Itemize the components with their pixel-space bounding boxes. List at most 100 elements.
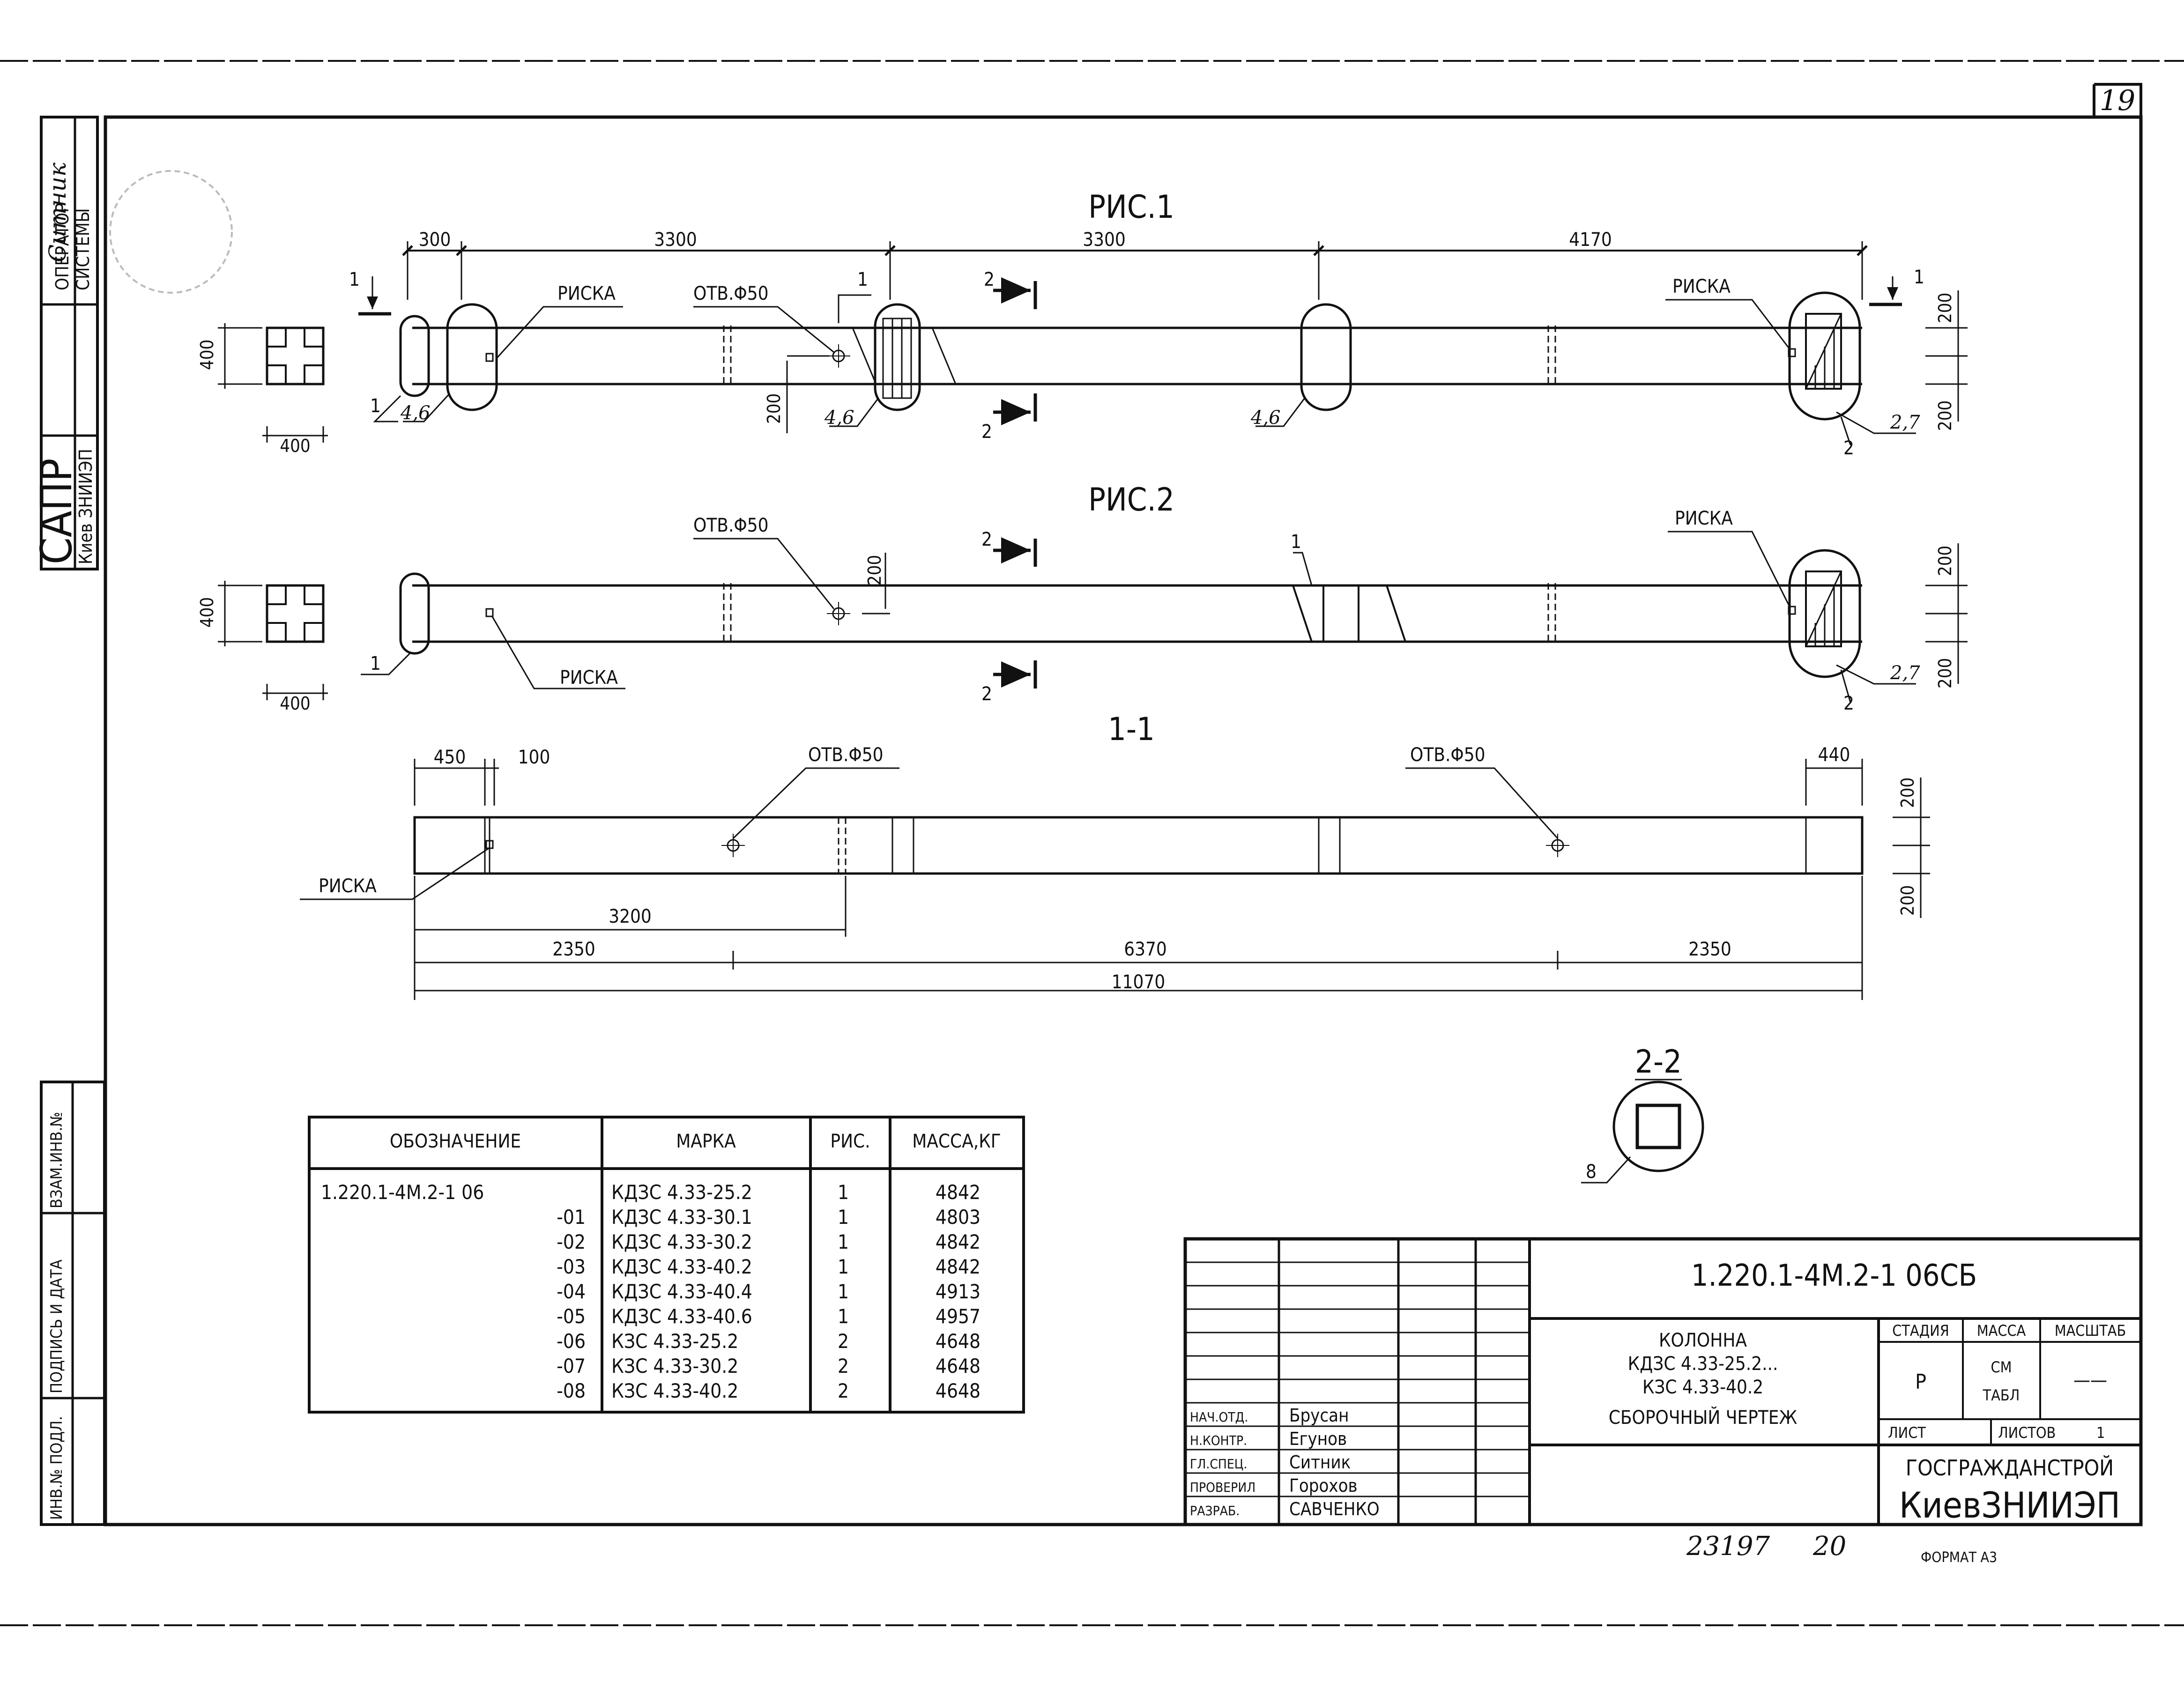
sapr-sub: Киев ЗНИИЭП (75, 449, 96, 564)
title-block-signers: НАЧ.ОТД.БрусанН.КОНТР.ЕгуновГЛ.СПЕЦ.Ситн… (1190, 1405, 1380, 1519)
spec-fig: 2 (838, 1379, 849, 1402)
svg-text:1: 1 (349, 269, 360, 290)
svg-text:ОБОЗНАЧЕНИЕ: ОБОЗНАЧЕНИЕ (390, 1131, 521, 1152)
svg-text:2,7: 2,7 (1890, 412, 1920, 433)
operator-label-2: СИСТЕМЫ (73, 208, 93, 290)
fig1-dimension-chain: 300 3300 3300 4170 (402, 229, 1868, 300)
svg-text:4,6: 4,6 (824, 407, 854, 429)
section11-column (413, 816, 1864, 875)
spec-mass: 4842 (936, 1255, 981, 1278)
fig1-leaders: РИСКА ОТВ.Φ50 1 РИСКА 200 4,6 1 4,6 4,6 … (370, 269, 1968, 459)
spec-fig: 1 (838, 1181, 849, 1204)
svg-text:200: 200 (1935, 658, 1955, 689)
spec-mark: КЗС 4.33-30.2 (611, 1355, 738, 1377)
signer-role: Н.КОНТР. (1190, 1433, 1247, 1448)
svg-text:РИСКА: РИСКА (1672, 276, 1731, 297)
svg-text:200: 200 (1897, 885, 1918, 916)
svg-text:ОТВ.Φ50: ОТВ.Φ50 (693, 515, 769, 536)
svg-text:ГОСГРАЖДАНСТРОЙ: ГОСГРАЖДАНСТРОЙ (1906, 1455, 2114, 1481)
spec-mass: 4913 (936, 1280, 981, 1303)
signer-role: ПРОВЕРИЛ (1190, 1480, 1255, 1495)
signer-name: Горохов (1289, 1475, 1358, 1496)
spec-mark: КДЗС 4.33-30.1 (611, 1206, 752, 1229)
svg-text:200: 200 (1935, 293, 1955, 323)
spec-fig: 2 (838, 1330, 849, 1353)
svg-text:3300: 3300 (654, 229, 697, 251)
svg-text:200: 200 (864, 555, 885, 585)
svg-text:ЛИСТ: ЛИСТ (1888, 1424, 1926, 1442)
spec-mark: КДЗС 4.33-40.4 (611, 1280, 752, 1303)
svg-text:РИСКА: РИСКА (319, 875, 377, 897)
fig1-column (399, 291, 1862, 421)
spec-mark: КДЗС 4.33-25.2 (611, 1181, 752, 1204)
svg-text:МАССА: МАССА (1977, 1322, 2026, 1340)
svg-text:100: 100 (518, 747, 550, 768)
fig1-cross-section: 400 400 (197, 323, 328, 456)
svg-text:11070: 11070 (1112, 971, 1165, 993)
inv-label: ИНВ.№ ПОДЛ. (47, 1416, 66, 1520)
svg-text:ОТВ.Φ50: ОТВ.Φ50 (808, 744, 884, 766)
svg-text:200: 200 (1897, 778, 1918, 808)
spec-mass: 4648 (936, 1355, 981, 1377)
spec-mass: 4842 (936, 1230, 981, 1253)
svg-text:300: 300 (419, 229, 451, 251)
spec-mass: 4648 (936, 1330, 981, 1353)
fig2-leaders: 2 2 ОТВ.Φ50 200 РИСКА 1 1 РИСКА 2,7 2 20… (361, 508, 1968, 714)
svg-text:1: 1 (1291, 531, 1301, 553)
section11-title: 1-1 (1108, 711, 1155, 748)
svg-text:МАРКА: МАРКА (676, 1131, 736, 1152)
svg-text:450: 450 (434, 747, 466, 768)
spec-designation: -05 (557, 1305, 586, 1328)
spec-fig: 1 (838, 1255, 849, 1278)
format-label: ФОРМАТ А3 (1921, 1549, 1997, 1566)
svg-text:4,6: 4,6 (400, 402, 431, 424)
svg-text:РИСКА: РИСКА (557, 283, 616, 304)
svg-text:2350: 2350 (1688, 939, 1731, 960)
svg-text:СТАДИЯ: СТАДИЯ (1892, 1322, 1949, 1340)
fig2-column (399, 549, 1862, 678)
svg-text:1: 1 (1914, 267, 1924, 288)
spec-mark: КЗС 4.33-25.2 (611, 1330, 738, 1353)
svg-text:РИСКА: РИСКА (1675, 508, 1733, 529)
spec-mark: КДЗС 4.33-40.6 (611, 1305, 752, 1328)
svg-text:СБОРОЧНЫЙ ЧЕРТЕЖ: СБОРОЧНЫЙ ЧЕРТЕЖ (1609, 1406, 1798, 1429)
spec-designation: -04 (557, 1280, 586, 1303)
spec-fig: 2 (838, 1355, 849, 1377)
svg-text:КДЗС 4.33-25.2...: КДЗС 4.33-25.2... (1628, 1353, 1778, 1375)
fig1-section-marks: 1 1 2 2 (349, 267, 1924, 443)
svg-text:3200: 3200 (609, 906, 652, 927)
svg-text:200: 200 (1935, 546, 1955, 576)
svg-text:440: 440 (1818, 744, 1850, 766)
svg-text:ЛИСТОВ: ЛИСТОВ (1998, 1424, 2056, 1442)
svg-text:3300: 3300 (1083, 229, 1126, 251)
operator-label-1: ОПЕРАТОР (52, 203, 73, 290)
fig2-cross-section: 400 400 (197, 581, 328, 714)
svg-text:1: 1 (370, 395, 381, 417)
section11-dimensions: 450 100 440 ОТВ.Φ50 ОТВ.Φ50 РИСКА 3200 2… (300, 744, 1930, 1000)
left-stamp-inventory: ВЗАМ.ИНВ.№ ПОДПИСЬ И ДАТА ИНВ.№ ПОДЛ. (40, 1081, 106, 1526)
sheet-number-box (2094, 83, 2142, 117)
svg-text:1: 1 (2096, 1424, 2105, 1442)
svg-text:200: 200 (764, 393, 784, 424)
svg-text:2: 2 (981, 683, 992, 705)
svg-text:2350: 2350 (552, 939, 595, 960)
svg-text:РИС.: РИС. (830, 1131, 870, 1152)
svg-text:2: 2 (984, 269, 995, 290)
section22-detail: 8 (1581, 1079, 1704, 1184)
spec-designation: -01 (557, 1206, 586, 1229)
svg-text:4,6: 4,6 (1250, 407, 1281, 429)
spec-mark: КДЗС 4.33-40.2 (611, 1255, 752, 1278)
spec-fig: 1 (838, 1206, 849, 1229)
spec-designation: -08 (557, 1379, 586, 1402)
spec-fig: 1 (838, 1280, 849, 1303)
svg-text:——: —— (2073, 1370, 2107, 1391)
svg-text:ТАБЛ: ТАБЛ (1983, 1386, 2020, 1404)
svg-text:2: 2 (1843, 437, 1854, 459)
vzam-label: ВЗАМ.ИНВ.№ (47, 1112, 66, 1208)
left-stamp-sapr: ОПЕРАТОР СИСТЕМЫ Ситник САПР Киев ЗНИИЭП (31, 116, 99, 570)
fig2-title: РИС.2 (1088, 481, 1174, 518)
doc-code: 1.220.1-4М.2-1 06СБ (1691, 1259, 1977, 1293)
spec-mark: КДЗС 4.33-30.2 (611, 1230, 752, 1253)
